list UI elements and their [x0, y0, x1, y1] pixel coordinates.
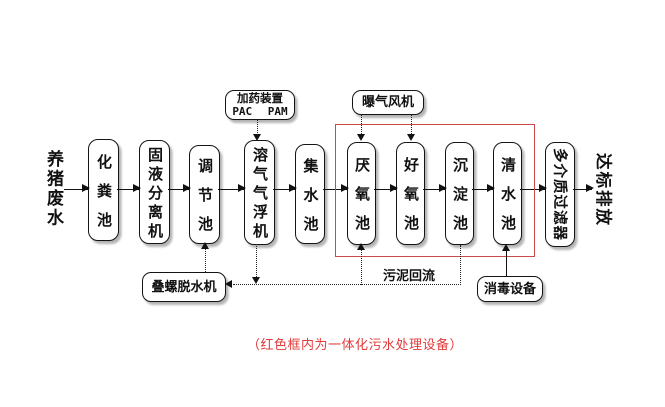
stage-box-aerobic-tank: 好氧池 — [396, 142, 425, 245]
filtrate-return-line — [205, 249, 206, 272]
sludge-horizontal-line — [233, 284, 461, 285]
flow-arrow — [573, 184, 594, 193]
sludge-return-arrowhead — [357, 243, 365, 250]
caption-note: （红色框内为一体化污水处理设备） — [246, 338, 463, 353]
filtrate-return-arrowhead — [201, 242, 209, 249]
flow-arrow — [168, 184, 191, 193]
disinfection-arrowhead — [502, 244, 510, 251]
blower-dotted-line-anaerobic — [361, 114, 362, 134]
dosing-device-box: 加药装置 PAC PAM — [225, 90, 295, 120]
flow-arrow — [64, 184, 90, 193]
dosing-device-label: 加药装置 — [237, 91, 283, 105]
stage-label: 沉淀池 — [451, 157, 469, 244]
screw-dewatering-box: 叠螺脱水机 — [142, 272, 226, 302]
integrated-equipment-frame — [335, 124, 535, 257]
flow-arrow — [374, 184, 398, 193]
daf-sludge-line — [256, 244, 257, 277]
stage-box-collecting-tank: 集水池 — [295, 144, 325, 245]
stage-box-septic-tank: 化粪池 — [88, 139, 119, 241]
sludge-return-line-anaerobic — [361, 250, 362, 285]
disinfection-line — [506, 251, 507, 276]
dewatering-arrowhead — [225, 280, 232, 288]
stage-box-dissolved-air-flotation: 溶气气浮机 — [244, 140, 275, 245]
discharge-label: 达标排放 — [594, 153, 613, 227]
disinfection-box: 消毒设备 — [477, 276, 543, 302]
source-label: 养猪废水 — [43, 150, 63, 228]
flow-arrow — [273, 184, 297, 193]
aeration-blower-box: 曝气风机 — [352, 90, 424, 115]
blower-arrowhead-aerobic — [407, 134, 415, 141]
flow-arrow — [472, 184, 495, 193]
disinfection-label: 消毒设备 — [483, 281, 536, 297]
stage-box-sedimentation-tank: 沉淀池 — [445, 142, 474, 245]
dosing-chemicals-label: PAC PAM — [232, 105, 288, 118]
daf-sludge-arrowhead — [252, 277, 260, 284]
stage-box-solid-liquid-separator: 固液分离机 — [139, 140, 170, 244]
stage-box-regulating-tank: 调节池 — [189, 145, 220, 245]
screw-dewatering-label: 叠螺脱水机 — [151, 279, 217, 295]
blower-arrowhead-anaerobic — [357, 134, 365, 141]
dosing-dotted-line — [257, 119, 258, 135]
flow-arrow — [218, 184, 246, 193]
stage-label: 好氧池 — [402, 157, 420, 244]
flow-arrow — [520, 184, 547, 193]
stage-box-anaerobic-tank: 厌氧池 — [347, 142, 376, 245]
aeration-blower-label: 曝气风机 — [361, 95, 414, 110]
stage-label: 多介质过滤器 — [550, 148, 567, 241]
stage-label: 厌氧池 — [353, 157, 371, 244]
blower-dotted-line-aerobic — [411, 114, 412, 134]
stage-label: 化粪池 — [95, 153, 113, 241]
stage-label: 调节池 — [196, 158, 214, 245]
stage-label: 固液分离机 — [146, 146, 164, 242]
flow-arrow — [117, 184, 141, 193]
stage-label: 清水池 — [499, 157, 517, 244]
stage-label: 溶气气浮机 — [251, 147, 269, 242]
flow-arrow — [423, 184, 447, 193]
stage-label: 集水池 — [301, 157, 320, 245]
sludge-return-label: 污泥回流 — [383, 269, 436, 284]
dosing-arrowhead — [253, 134, 261, 141]
sedimentation-sludge-line — [460, 245, 461, 285]
stage-box-multimedia-filter: 多介质过滤器 — [545, 142, 575, 247]
